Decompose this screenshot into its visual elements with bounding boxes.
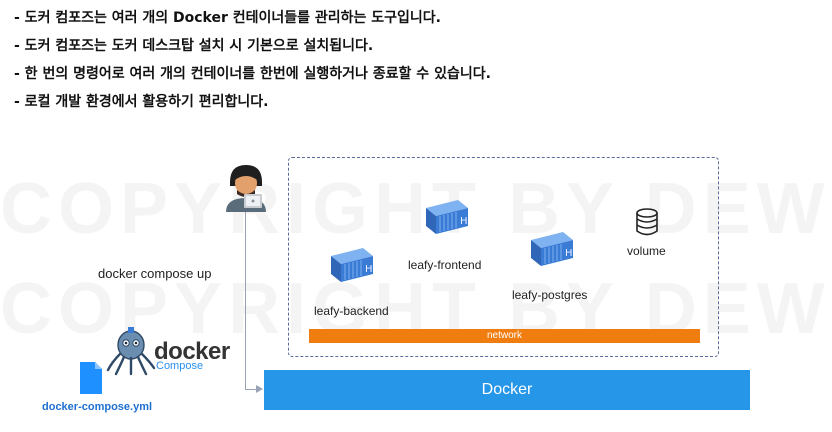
compose-logo-word: docker (154, 338, 230, 365)
compose-logo-sub: Compose (156, 360, 204, 372)
bullet-item: - 도커 컴포즈는 도커 데스크탑 설치 시 기본으로 설치됩니다. (14, 38, 374, 54)
svg-text:H: H (565, 248, 573, 259)
container-icon: H (422, 198, 470, 241)
compose-scope-box (288, 157, 719, 357)
bullet-list: - 도커 컴포즈는 여러 개의 Docker 컨테이너들를 관리하는 도구입니다… (14, 8, 491, 120)
arrow-icon (256, 385, 263, 393)
developer-icon (222, 156, 270, 217)
container-icon: H (327, 246, 375, 289)
watermark: COPYRIGHT BY DEW (0, 168, 831, 250)
container-label-postgres: leafy-postgres (512, 288, 588, 302)
database-icon (635, 208, 659, 241)
volume-label: volume (627, 244, 666, 258)
bullet-item: - 도커 컴포즈는 여러 개의 Docker 컨테이너들를 관리하는 도구입니다… (14, 10, 441, 26)
svg-text:H: H (460, 216, 468, 227)
container-icon: H (527, 230, 575, 273)
network-bar: network (309, 329, 700, 343)
connector-line (245, 389, 257, 390)
command-label: docker compose up (98, 266, 212, 281)
container-label-backend: leafy-backend (314, 304, 389, 318)
connector-line (245, 212, 246, 390)
bullet-item: - 로컬 개발 환경에서 활용하기 편리합니다. (14, 94, 269, 110)
docker-engine-bar: Docker (264, 370, 750, 410)
docker-compose-octopus-icon (104, 326, 156, 381)
bullet-item: - 한 번의 명령어로 여러 개의 컨테이너를 한번에 실행하거나 종료할 수 … (14, 66, 491, 82)
svg-text:H: H (365, 264, 373, 275)
compose-file-label: docker-compose.yml (42, 401, 153, 413)
file-icon (80, 362, 102, 399)
container-label-frontend: leafy-frontend (408, 258, 482, 272)
